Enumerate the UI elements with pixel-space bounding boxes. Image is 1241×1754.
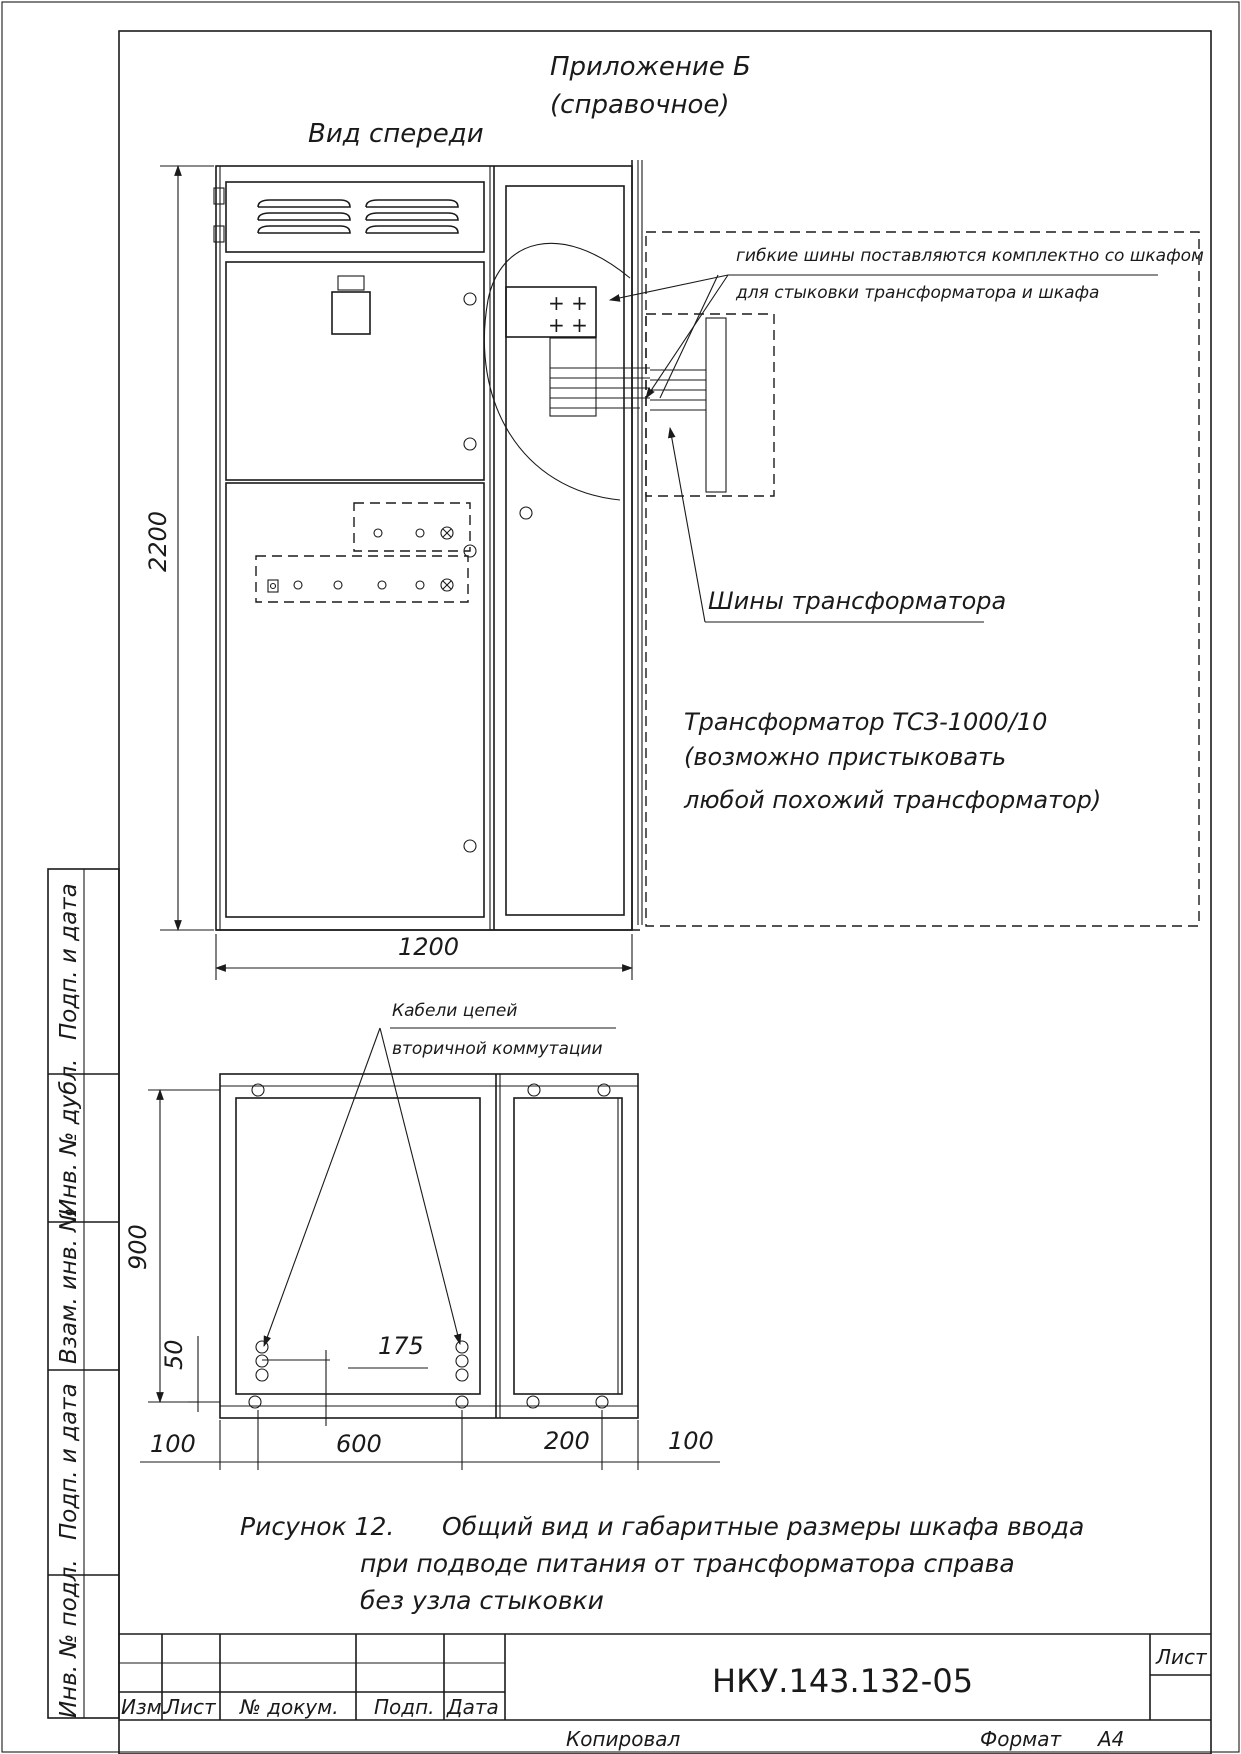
dim-100-left: 100	[150, 1430, 196, 1458]
caption-line-3: без узла стыковки	[360, 1586, 604, 1615]
dim-width-1200: 1200	[398, 933, 459, 961]
plan-dimensions	[140, 1088, 720, 1470]
dim-200: 200	[544, 1427, 590, 1455]
note-transformer-3: любой похожий трансформатор)	[683, 786, 1101, 814]
sheet-label: Лист	[1155, 1645, 1208, 1669]
side-field-sign-date-2: Подп. и дата	[56, 1383, 82, 1540]
dim-50: 50	[160, 1339, 188, 1370]
side-field-repl-inv: Взам. инв. №	[56, 1208, 82, 1364]
caption-line-1: Рисунок 12. Общий вид и габаритные разме…	[240, 1512, 1084, 1541]
side-field-sign-date-1: Подп. и дата	[56, 883, 82, 1040]
svg-text:+ +: + +	[548, 313, 588, 337]
note-transformer-bus: Шины трансформатора	[708, 587, 1006, 615]
note-cables-2: вторичной коммутации	[392, 1039, 603, 1059]
note-cables-1: Кабели цепей	[392, 1001, 517, 1021]
note-flexible-bus-1: гибкие шины поставляются комплектно со ш…	[736, 246, 1204, 266]
plan-view-cabinet	[219, 1073, 639, 1419]
note-flexible-bus-2: для стыковки трансформатора и шкафа	[735, 283, 1099, 303]
footer-copied: Копировал	[566, 1727, 680, 1751]
col-podp: Подп.	[374, 1695, 435, 1719]
front-view-title: Вид спереди	[308, 119, 484, 149]
dim-175: 175	[378, 1332, 424, 1360]
col-date: Дата	[446, 1695, 499, 1719]
side-field-dup-inv: Инв. № дубл.	[56, 1059, 82, 1216]
cable-leaders	[263, 1027, 616, 1369]
note-transformer-2: (возможно пристыковать	[684, 743, 1006, 771]
transformer-outline	[645, 231, 1200, 927]
document-number: НКУ.143.132-05	[712, 1662, 973, 1700]
col-izm: Изм.	[121, 1695, 168, 1719]
footer-format-label: Формат	[980, 1727, 1062, 1751]
footer-format-value: А4	[1096, 1727, 1124, 1751]
dim-depth-900: 900	[124, 1224, 152, 1270]
title-block	[119, 1633, 1211, 1721]
note-leaders	[608, 274, 1158, 623]
side-strip	[47, 868, 120, 1719]
appendix-type: (справочное)	[550, 90, 730, 120]
dim-100-right: 100	[668, 1427, 714, 1455]
appendix-title: Приложение Б	[550, 52, 751, 82]
caption-line-2: при подводе питания от трансформатора сп…	[360, 1549, 1015, 1578]
col-doc: № докум.	[239, 1695, 339, 1719]
note-transformer-1: Трансформатор ТСЗ-1000/10	[684, 708, 1047, 736]
front-view-cabinet: + + + +	[213, 160, 650, 931]
side-field-orig-inv: Инв. № подл.	[56, 1559, 82, 1718]
front-dimensions	[160, 164, 634, 980]
col-list: Лист	[164, 1695, 217, 1719]
dim-height-2200: 2200	[144, 511, 172, 572]
dim-600: 600	[336, 1430, 382, 1458]
svg-text:+ +: + +	[548, 291, 588, 315]
